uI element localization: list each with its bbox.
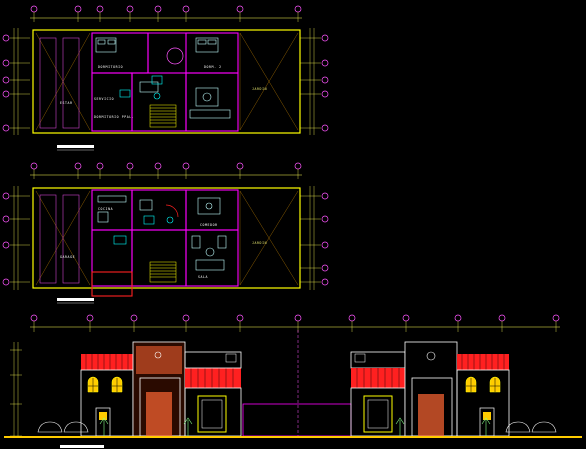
room-label: COCINA <box>98 207 113 211</box>
room-label: DORMITORIO <box>98 65 123 69</box>
tree-icon <box>99 417 491 436</box>
room-label: SERVICIO <box>94 97 114 101</box>
lower-room-labels: COCINA COMEDOR GARAGE JARDIN SALA <box>60 207 267 279</box>
boundary-gate <box>242 403 352 437</box>
lower-interior-walls <box>91 189 239 297</box>
lower-left-hatch <box>35 190 91 286</box>
room-label: JARDIN <box>252 241 267 245</box>
lower-stair-icon <box>149 261 177 283</box>
upper-fixtures <box>119 75 163 100</box>
lower-plan-boundary <box>32 187 301 289</box>
lower-fixtures <box>113 215 174 245</box>
room-label: SALA <box>198 275 208 279</box>
elevation-height-scale <box>10 342 22 437</box>
lower-title-bar <box>57 298 94 301</box>
upper-furniture <box>95 37 231 119</box>
lower-furniture <box>97 195 227 271</box>
room-label: GARAGE <box>60 255 75 259</box>
door-swing-icon <box>165 204 179 218</box>
lower-floor-plan: COCINA COMEDOR GARAGE JARDIN SALA <box>2 162 329 304</box>
front-elevation <box>4 314 582 448</box>
lower-right-garden-hatch <box>239 190 299 286</box>
upper-left-hatch <box>35 32 91 131</box>
right-house-facade <box>350 341 510 437</box>
car-icon <box>37 421 557 433</box>
upper-round-stair <box>166 47 184 65</box>
room-label: COMEDOR <box>200 223 218 227</box>
room-label: DORMITORIO PPAL. <box>94 115 134 119</box>
room-label: DORM. 2 <box>204 65 222 69</box>
room-label: JARDIN <box>252 87 267 91</box>
upper-floor-plan: DORMITORIO DORM. 2 SERVICIO DORMITORIO P… <box>2 5 329 151</box>
upper-room-labels: DORMITORIO DORM. 2 SERVICIO DORMITORIO P… <box>60 65 267 119</box>
left-house-facade <box>80 341 242 437</box>
top-axis-bubbles <box>30 5 302 13</box>
upper-plan-boundary <box>32 29 301 134</box>
upper-title-bar <box>57 145 94 148</box>
ground-line <box>4 436 582 438</box>
upper-interior-walls <box>91 32 239 132</box>
elevation-title-bar <box>60 445 104 448</box>
left-axis-bubbles-upper <box>2 34 329 132</box>
upper-right-garden-hatch <box>239 32 299 131</box>
left-axis-bubbles-lower <box>2 192 329 286</box>
room-label: ESTAR <box>60 101 73 105</box>
upper-stair-icon <box>149 104 177 128</box>
elevation-axis-bubbles <box>30 314 560 322</box>
mid-axis-bubbles <box>30 162 302 170</box>
